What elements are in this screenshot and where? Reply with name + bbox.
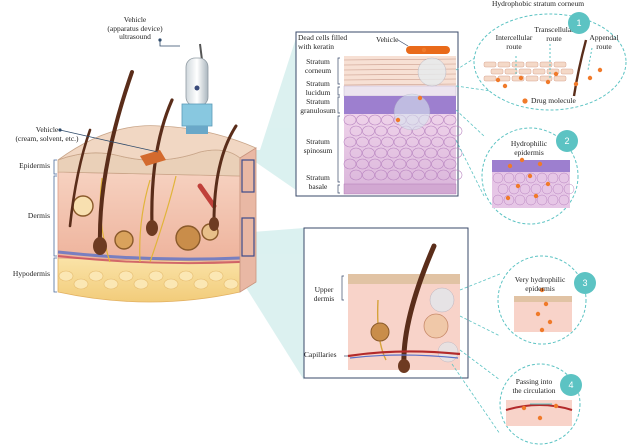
hydrophilic-detail	[492, 160, 575, 208]
skin-cross-section	[57, 43, 257, 303]
sweat-glands	[72, 195, 219, 251]
dermis-panel	[303, 227, 469, 379]
appendal-route-label: Appendal route	[589, 33, 619, 51]
dead-cells-label: Dead cells filled with keratin	[298, 33, 348, 51]
stratum-corneum-label: Stratum corneum	[304, 57, 332, 75]
hypodermis-label: Hypodermis	[12, 269, 50, 278]
vehicle-label: Vehicle	[376, 35, 399, 44]
epidermis-panel	[295, 31, 463, 197]
ultrasound-probe	[181, 43, 213, 134]
fat-globules	[58, 270, 239, 290]
vehicle-cream-label: Vehicle (cream, solvent, etc.)	[15, 125, 79, 143]
vehicle-ultrasound-label: Vehicle (apparatus device) ultrasound	[107, 15, 163, 41]
step-3-badge: 3	[574, 272, 596, 294]
page-title: Hydrophobic stratum corneum	[492, 0, 585, 8]
drug-molecule-label: Drug molecule	[531, 96, 576, 105]
step-4-badge: 4	[560, 374, 582, 396]
very-hydrophilic-detail	[514, 296, 572, 332]
stratum-granulosum-label: Stratum granulosum	[300, 97, 336, 115]
intercellular-route-label: Intercellular route	[495, 33, 533, 51]
capillaries-label: Capillaries	[304, 350, 337, 359]
dermis-label: Dermis	[27, 211, 50, 220]
upper-dermis-label: Upper dermis	[313, 285, 335, 303]
stratum-lucidum-label: Stratum lucidum	[305, 79, 331, 97]
step-1-badge: 1	[568, 12, 590, 34]
circulation-detail	[505, 400, 573, 426]
step-4-label: Passing into the circulation	[512, 377, 556, 395]
epidermis-label: Epidermis	[19, 161, 50, 170]
step-2-badge: 2	[556, 130, 578, 152]
stratum-basale-label: Stratum basale	[306, 173, 330, 191]
transcellular-route-label: Transcellular route	[534, 25, 574, 43]
pointer-lines	[58, 38, 180, 153]
route-detail	[483, 39, 593, 104]
step-2-label: Hydrophilic epidermis	[510, 139, 548, 157]
drug-molecules	[395, 47, 603, 421]
layer-brackets	[53, 159, 57, 293]
step-3-label: Very hydrophilic epidermis	[514, 275, 566, 293]
stratum-spinosum-label: Stratum spinosum	[303, 137, 333, 155]
